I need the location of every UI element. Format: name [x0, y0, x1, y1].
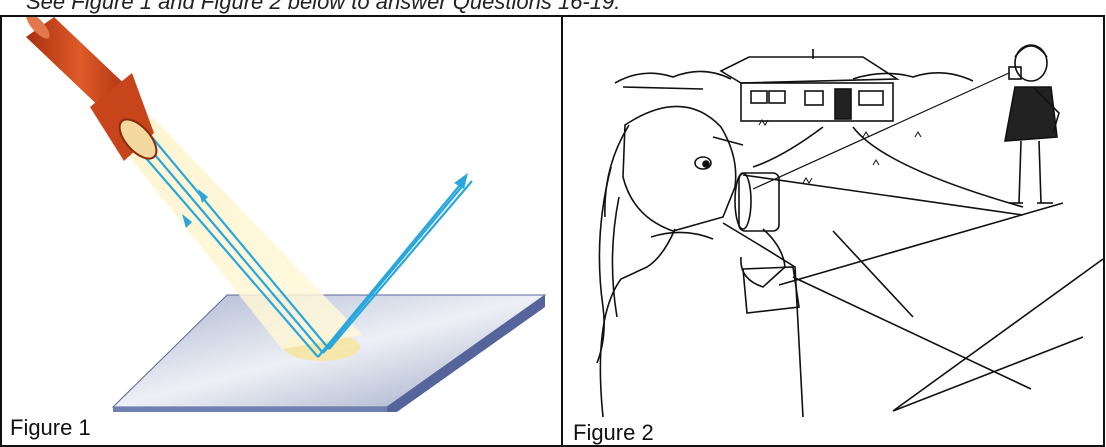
figure-1-illustration — [2, 17, 561, 412]
house — [721, 49, 897, 121]
tin-can — [735, 173, 779, 231]
figure-1-caption: Figure 1 — [10, 415, 91, 441]
girl-right — [1005, 45, 1059, 203]
question-instruction: See Figure 1 and Figure 2 below to answe… — [26, 0, 620, 15]
figure-2-illustration — [563, 17, 1103, 417]
figure-2-cell: Figure 2 — [563, 17, 1103, 445]
girl-foreground — [597, 106, 803, 417]
ground-lines — [713, 127, 1103, 411]
grass-tufts — [759, 120, 921, 183]
background-hills — [615, 71, 973, 89]
figure-2-caption: Figure 2 — [573, 420, 654, 446]
flashlight — [23, 17, 163, 165]
figure-1-cell: Figure 1 — [2, 17, 561, 445]
